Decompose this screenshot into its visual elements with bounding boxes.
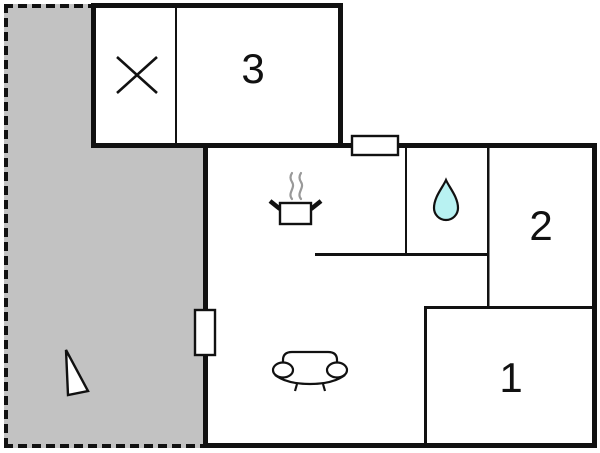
room-2-label: 2	[529, 202, 552, 249]
wall	[338, 3, 343, 145]
room-3-label: 3	[241, 45, 264, 92]
wall	[91, 3, 96, 148]
partition-wall	[175, 5, 177, 143]
wall-room1-top	[424, 306, 597, 309]
exterior-walls	[91, 3, 597, 448]
pot-handle-right	[309, 199, 323, 211]
window-cross-icon	[116, 56, 158, 94]
window-marker-left	[193, 308, 217, 357]
wall	[91, 143, 352, 148]
sofa-icon	[271, 350, 349, 392]
partition-wall	[487, 148, 490, 306]
wall	[203, 147, 208, 443]
stove-icon	[268, 171, 323, 226]
partition-walls	[175, 5, 490, 306]
wall	[91, 3, 343, 8]
water-drop-icon	[432, 177, 460, 222]
partition-wall	[315, 253, 488, 256]
terrace-dashed-border	[4, 4, 203, 448]
wall	[398, 143, 597, 148]
wall	[592, 143, 597, 448]
steam-lines-icon	[289, 171, 304, 201]
wall-room1-left	[424, 306, 427, 446]
terrace-area	[4, 4, 205, 448]
pot-body	[278, 201, 313, 226]
north-arrow-icon	[64, 349, 90, 397]
window-marker-top	[350, 134, 400, 157]
wall	[203, 443, 597, 448]
partition-wall	[405, 148, 407, 255]
room-1-label: 1	[499, 354, 522, 401]
pot-handle-left	[268, 199, 282, 211]
